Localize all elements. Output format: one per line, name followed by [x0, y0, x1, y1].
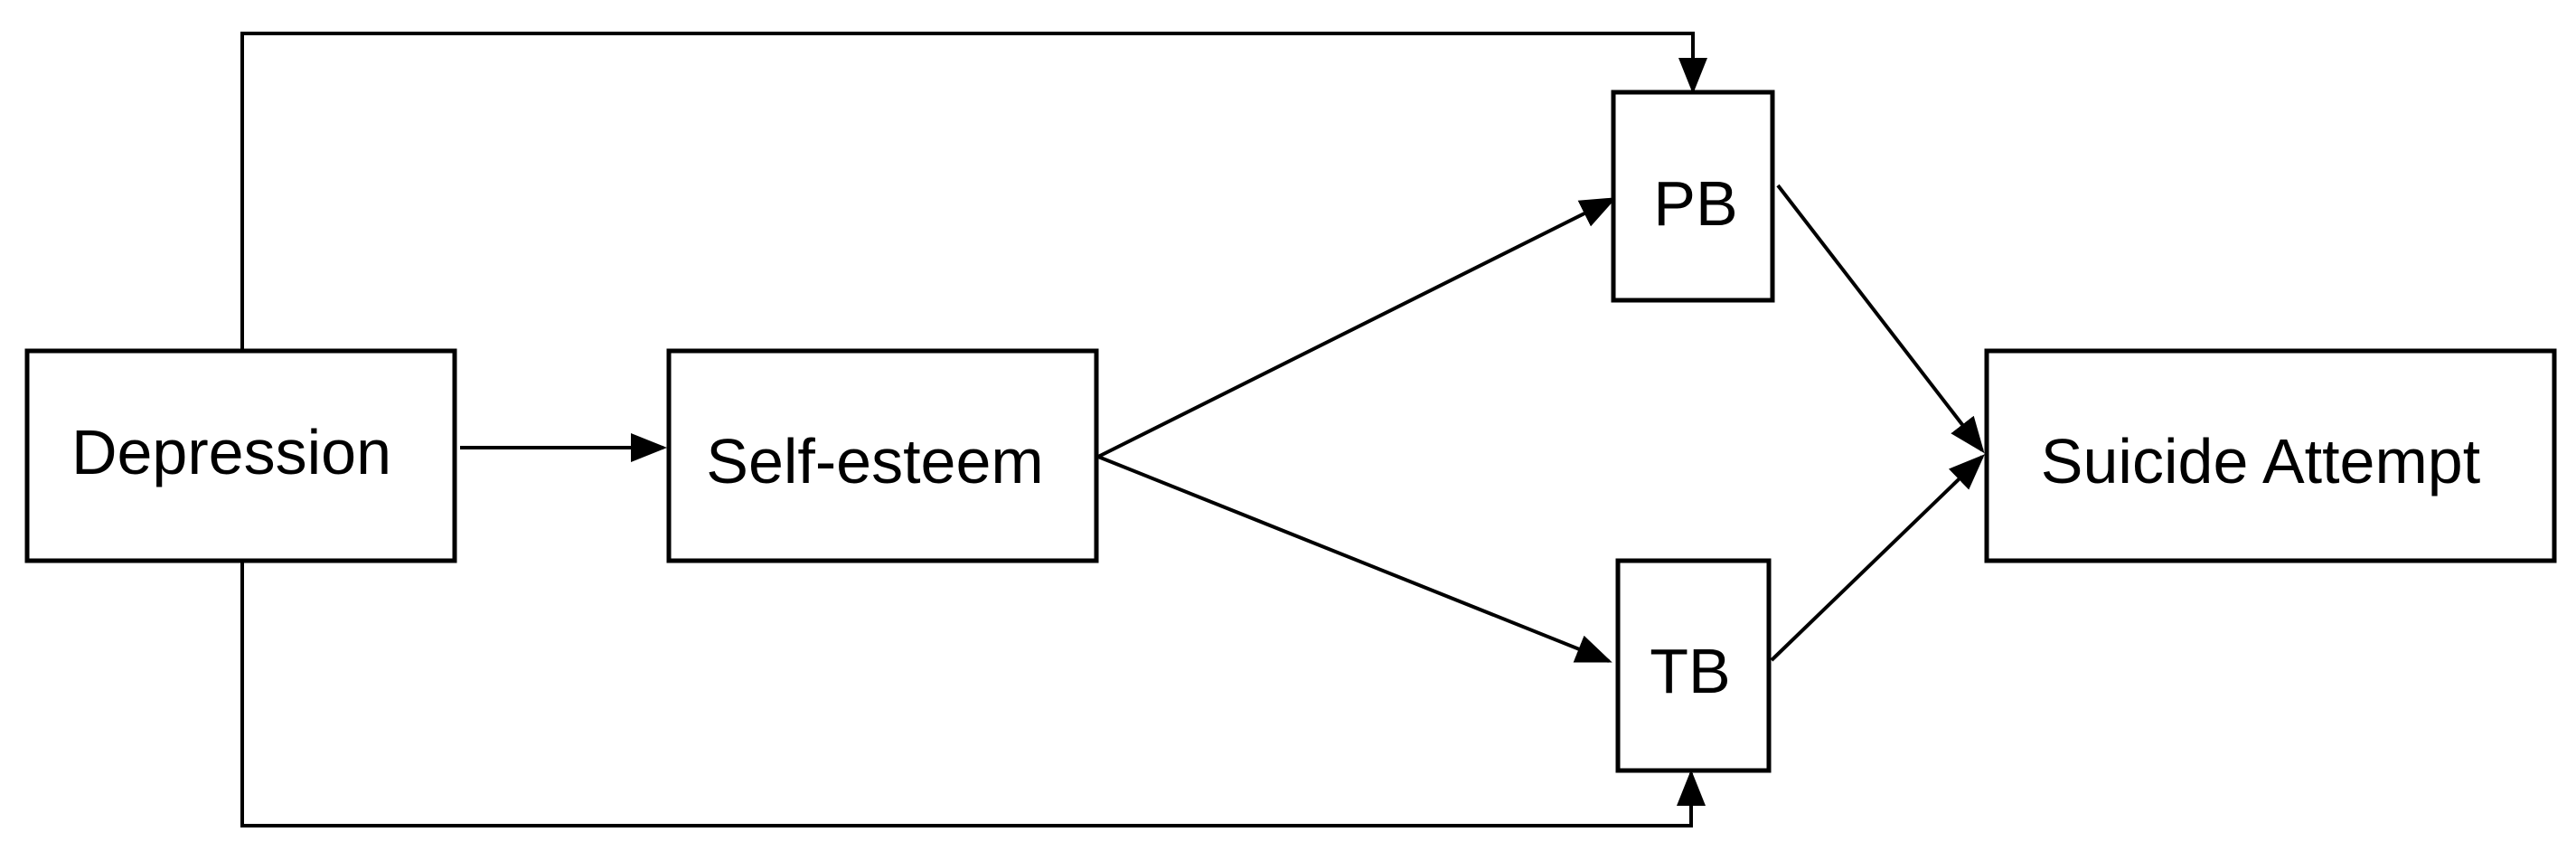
node-pb-label: PB	[1653, 168, 1737, 239]
node-suicide-attempt-box	[1984, 348, 2557, 563]
node-self-esteem-label: Self-esteem	[706, 426, 1043, 496]
node-pb: PB	[1611, 90, 1775, 303]
node-tb-box	[1615, 558, 1772, 773]
node-depression-box	[24, 348, 457, 563]
edge-tb-to-suicide-attempt	[1770, 454, 1985, 662]
node-depression-label: Depression	[71, 417, 391, 487]
node-self-esteem: Self-esteem	[666, 348, 1099, 563]
node-suicide-attempt-label: Suicide Attempt	[2041, 426, 2480, 496]
node-depression: Depression	[24, 348, 457, 563]
node-pb-box	[1611, 90, 1775, 303]
node-tb: TB	[1615, 558, 1772, 773]
edge-depression-to-tb	[240, 563, 1706, 827]
node-tb-label: TB	[1650, 636, 1730, 706]
node-self-esteem-box	[666, 348, 1099, 563]
edge-self-esteem-to-tb	[1097, 455, 1612, 663]
edge-self-esteem-to-pb	[1097, 197, 1617, 459]
edge-depression-to-pb	[240, 32, 1707, 351]
node-suicide-attempt: Suicide Attempt	[1984, 348, 2557, 563]
edge-pb-to-suicide-attempt	[1776, 184, 1985, 454]
